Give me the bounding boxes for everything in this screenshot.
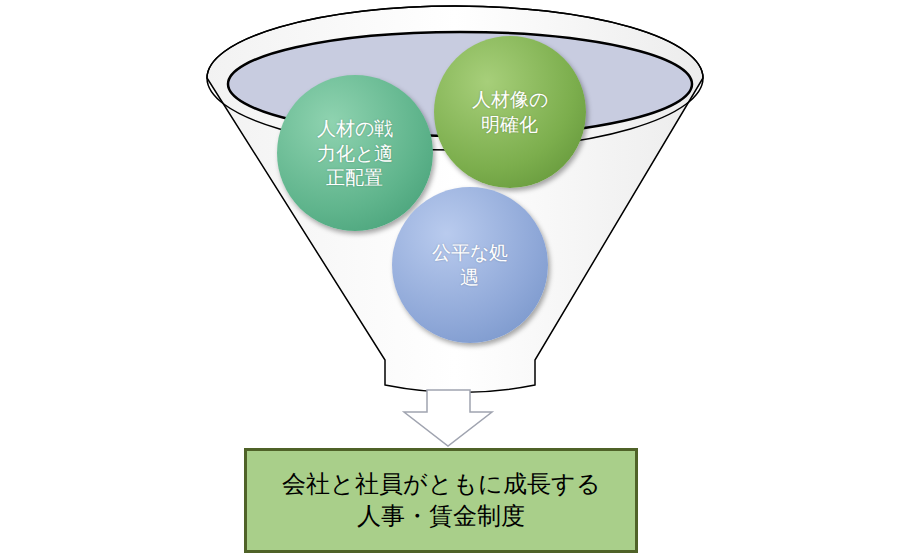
down-arrow <box>404 390 492 446</box>
funnel-body <box>207 6 703 392</box>
box-label: 会社と社員がともに成長する 人事・賃金制度 <box>276 469 606 531</box>
concept-circle: 人材像の明確化 <box>434 36 586 188</box>
concept-circle: 人材の戦力化と適正配置 <box>277 75 433 231</box>
circle-label: 人材の戦力化と適正配置 <box>315 116 395 190</box>
circle-label: 公平な処遇 <box>430 240 510 289</box>
circle-label: 人材像の明確化 <box>470 87 550 136</box>
result-box: 会社と社員がともに成長する 人事・賃金制度 <box>244 448 638 553</box>
concept-circle: 公平な処遇 <box>392 187 548 343</box>
